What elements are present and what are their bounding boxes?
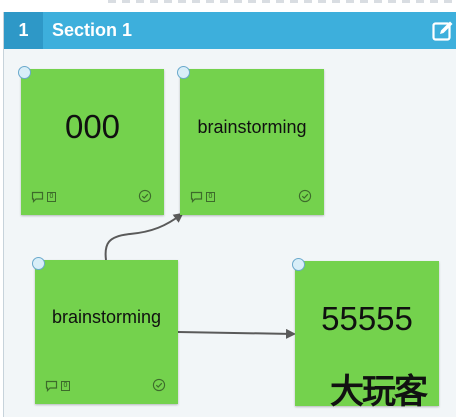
comment-indicator[interactable]: 0	[190, 191, 215, 203]
sticky-note[interactable]: brainstorming 0	[177, 66, 324, 215]
comment-count: 0	[206, 192, 215, 202]
comment-count: 0	[61, 381, 70, 391]
dashed-border	[108, 0, 456, 3]
note-text: brainstorming	[197, 116, 307, 137]
avatar	[18, 66, 31, 79]
note-text: 55555	[321, 299, 413, 337]
connector-arrow[interactable]	[104, 212, 184, 261]
sticky-note[interactable]: brainstorming 0	[32, 257, 178, 404]
comment-icon	[190, 191, 203, 203]
avatar	[177, 66, 190, 79]
top-strip	[0, 0, 456, 12]
comment-icon	[45, 380, 58, 392]
sticky-note[interactable]: 55555	[292, 258, 439, 406]
comment-count: 0	[47, 192, 56, 202]
section-header: 1 Section 1	[4, 12, 456, 49]
note-text: 000	[64, 108, 121, 145]
edit-icon[interactable]	[432, 20, 454, 42]
avatar	[292, 258, 305, 271]
check-circle-icon[interactable]	[138, 189, 152, 203]
comment-indicator[interactable]: 0	[31, 191, 56, 203]
comment-icon	[31, 191, 44, 203]
sticky-note[interactable]: 000 0	[18, 66, 164, 215]
note-text: brainstorming	[51, 306, 162, 327]
connector-arrow[interactable]	[177, 328, 296, 339]
section-title[interactable]: Section 1	[52, 20, 133, 40]
comment-indicator[interactable]: 0	[45, 380, 70, 392]
section-number: 1	[4, 12, 43, 49]
watermark: 大玩客	[330, 373, 428, 411]
check-circle-icon[interactable]	[298, 189, 312, 203]
avatar	[32, 257, 45, 270]
check-circle-icon[interactable]	[152, 378, 166, 392]
